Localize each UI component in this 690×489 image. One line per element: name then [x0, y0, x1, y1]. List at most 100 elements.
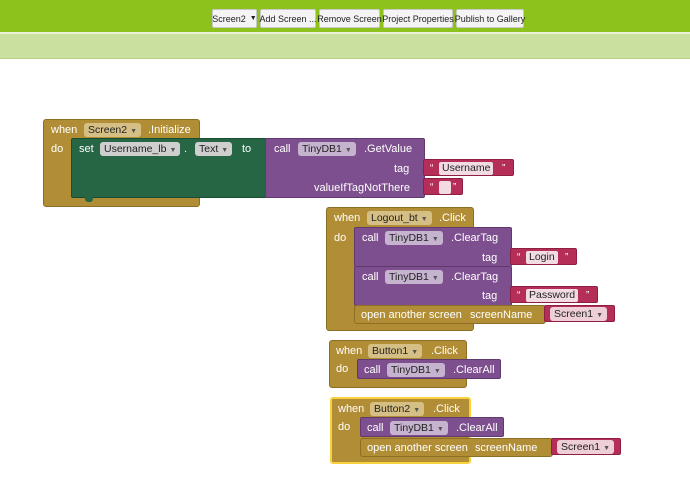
- tinydb1-label: TinyDB1: [394, 422, 434, 434]
- text-property-label: Text: [199, 143, 219, 155]
- button1-label: Button1: [372, 345, 409, 357]
- tinydb1-component-dropdown[interactable]: TinyDB1▼: [298, 142, 356, 156]
- screen1-text-block[interactable]: Screen1▼: [544, 305, 615, 322]
- tinydb1-label: TinyDB1: [302, 143, 342, 155]
- tinydb1-getvalue-block[interactable]: call TinyDB1▼ .GetValue tag valueIfTagNo…: [265, 138, 425, 198]
- clearall-method-label: .ClearAll: [453, 364, 495, 376]
- set-username-text-block[interactable]: set Username_lb▼ . Text▼ to: [71, 138, 267, 202]
- when-label: when: [334, 212, 361, 224]
- password-text-block[interactable]: “ Password ”: [510, 286, 598, 303]
- quote-close-label: ”: [586, 290, 590, 301]
- do-label: do: [336, 363, 349, 375]
- open-another-screen-label: open another screen: [367, 442, 468, 454]
- dot-label: .: [184, 143, 188, 155]
- login-text-block[interactable]: “ Login ”: [510, 248, 577, 265]
- tinydb1-cleartag-login-block[interactable]: call TinyDB1▼ .ClearTag tag: [354, 227, 512, 267]
- quote-open-label: “: [517, 290, 521, 301]
- remove-screen-button[interactable]: Remove Screen: [317, 9, 382, 28]
- tinydb1-component-dropdown[interactable]: TinyDB1▼: [385, 270, 443, 284]
- call-label: call: [362, 271, 379, 283]
- screen-select-label: Screen2: [212, 13, 246, 24]
- tag-label: tag: [482, 290, 498, 302]
- set-label: set: [79, 143, 94, 155]
- quote-open-label: “: [430, 182, 434, 193]
- caret-down-icon: ▼: [249, 15, 257, 22]
- quote-open-label: “: [430, 163, 434, 174]
- dropdown-arrow-icon: ▼: [433, 368, 441, 375]
- do-label: do: [334, 232, 347, 244]
- do-label: do: [338, 421, 351, 433]
- password-text-value[interactable]: Password: [526, 289, 579, 302]
- dropdown-arrow-icon: ▼: [596, 312, 604, 319]
- do-label: do: [51, 143, 64, 155]
- quote-open-label: “: [517, 252, 521, 263]
- dropdown-arrow-icon: ▼: [411, 349, 419, 356]
- screen1-text-block-2[interactable]: Screen1▼: [551, 438, 621, 455]
- screen-name-label: screenName: [475, 442, 538, 454]
- dropdown-arrow-icon: ▼: [420, 216, 428, 223]
- quote-close-label: ”: [502, 163, 506, 174]
- click-event-label: .Click: [433, 403, 460, 415]
- dropdown-arrow-icon: ▼: [431, 275, 439, 282]
- username-lb-dropdown[interactable]: Username_lb▼: [100, 142, 181, 156]
- open-another-screen-block-2[interactable]: open another screen screenName: [360, 438, 553, 457]
- quote-close-label: ”: [453, 182, 457, 193]
- empty-text-value[interactable]: [439, 181, 451, 194]
- screen2-component-dropdown[interactable]: Screen2▼: [84, 123, 142, 137]
- username-text-value[interactable]: Username: [439, 162, 494, 175]
- project-properties-button[interactable]: Project Properties: [382, 9, 454, 28]
- dropdown-arrow-icon: ▼: [431, 236, 439, 243]
- call-label: call: [274, 143, 291, 155]
- value-if-tag-not-there-label: valueIfTagNotThere: [314, 182, 410, 194]
- button1-component-dropdown[interactable]: Button1▼: [368, 344, 423, 358]
- when-label: when: [336, 345, 363, 357]
- tinydb1-clearall-block-2[interactable]: call TinyDB1▼ .ClearAll: [360, 417, 504, 437]
- tag-label: tag: [482, 252, 498, 264]
- dropdown-arrow-icon: ▼: [344, 147, 352, 154]
- button2-label: Button2: [374, 403, 411, 415]
- top-toolbar: Screen2▼ Add Screen ... Remove Screen Pr…: [0, 0, 690, 32]
- click-event-label: .Click: [439, 212, 466, 224]
- cleartag-method-label: .ClearTag: [451, 232, 499, 244]
- dropdown-arrow-icon: ▼: [413, 407, 421, 414]
- to-label: to: [242, 143, 252, 155]
- add-screen-button[interactable]: Add Screen ...: [259, 9, 317, 28]
- empty-text-block[interactable]: “ ”: [423, 178, 463, 195]
- login-text-value[interactable]: Login: [526, 251, 558, 264]
- open-another-screen-block[interactable]: open another screen screenName: [354, 305, 546, 324]
- screen1-label: Screen1: [554, 308, 594, 320]
- text-property-dropdown[interactable]: Text▼: [195, 142, 233, 156]
- logout-bt-label: Logout_bt: [371, 212, 418, 224]
- tinydb1-label: TinyDB1: [391, 364, 431, 376]
- quote-close-label: ”: [565, 252, 569, 263]
- username-lb-label: Username_lb: [104, 143, 167, 155]
- click-event-label: .Click: [431, 345, 458, 357]
- open-another-screen-label: open another screen: [361, 309, 462, 321]
- screen1-label: Screen1: [561, 441, 601, 453]
- screen2-component-label: Screen2: [88, 124, 128, 136]
- call-label: call: [367, 422, 384, 434]
- screen-name-label: screenName: [470, 309, 533, 321]
- tinydb1-component-dropdown[interactable]: TinyDB1▼: [390, 421, 448, 435]
- initialize-event-label: .Initialize: [148, 124, 191, 136]
- publish-to-gallery-button[interactable]: Publish to Gallery: [455, 9, 525, 28]
- button2-component-dropdown[interactable]: Button2▼: [370, 402, 425, 416]
- tinydb1-cleartag-password-block[interactable]: call TinyDB1▼ .ClearTag tag: [354, 266, 512, 306]
- connector-notch: [85, 197, 93, 202]
- tag-label: tag: [394, 163, 410, 175]
- tinydb1-label: TinyDB1: [389, 232, 429, 244]
- logout-bt-component-dropdown[interactable]: Logout_bt▼: [367, 211, 432, 225]
- tinydb1-component-dropdown[interactable]: TinyDB1▼: [387, 363, 445, 377]
- tinydb1-label: TinyDB1: [389, 271, 429, 283]
- screen1-dropdown[interactable]: Screen1▼: [550, 307, 608, 321]
- getvalue-method-label: .GetValue: [364, 143, 413, 155]
- screen1-dropdown[interactable]: Screen1▼: [557, 440, 615, 454]
- tinydb1-clearall-block-1[interactable]: call TinyDB1▼ .ClearAll: [357, 359, 501, 379]
- call-label: call: [362, 232, 379, 244]
- tinydb1-component-dropdown[interactable]: TinyDB1▼: [385, 231, 443, 245]
- dropdown-arrow-icon: ▼: [169, 147, 177, 154]
- screen-select-button[interactable]: Screen2▼: [212, 9, 257, 28]
- dropdown-arrow-icon: ▼: [603, 445, 611, 452]
- username-text-block[interactable]: “ Username ”: [423, 159, 514, 176]
- dropdown-arrow-icon: ▼: [221, 147, 229, 154]
